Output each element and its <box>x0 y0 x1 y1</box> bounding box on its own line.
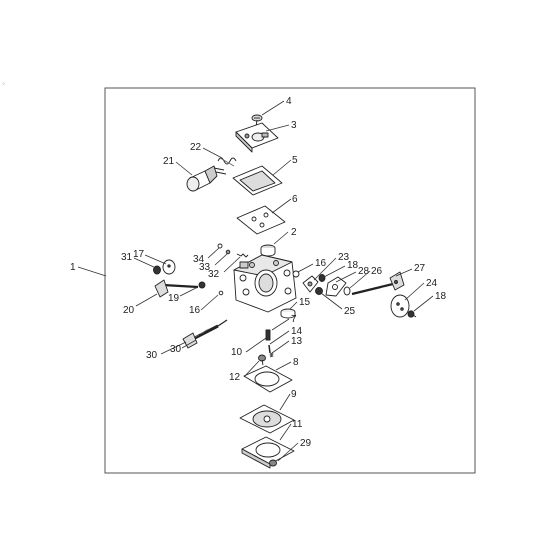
part-28-lever <box>325 276 347 297</box>
part-22-spring <box>217 157 237 167</box>
callout-12: 12 <box>229 372 241 383</box>
callout-25: 25 <box>344 306 356 317</box>
part-24-valve-disc <box>390 294 410 318</box>
part-9-diaphragm <box>239 404 295 434</box>
callout-14: 14 <box>291 326 303 337</box>
part-27-throttle-shaft <box>351 271 405 296</box>
callout-13: 13 <box>291 336 303 347</box>
callout-5: 5 <box>292 155 298 166</box>
part-2-cap <box>260 244 276 257</box>
part-34-ball <box>217 243 223 249</box>
part-13-spring <box>269 352 274 358</box>
callout-29: 29 <box>300 438 312 449</box>
callout-28: 28 <box>358 266 370 277</box>
part-1-carburetor-body <box>233 254 297 313</box>
callout-19: 19 <box>168 293 180 304</box>
callout-10: 10 <box>231 347 243 358</box>
callout-16-left: 16 <box>189 305 201 316</box>
callout-4: 4 <box>286 96 292 107</box>
callout-26: 26 <box>371 266 383 277</box>
diagram-frame <box>104 87 476 474</box>
part-11-cover <box>241 436 295 469</box>
callout-22: 22 <box>190 142 202 153</box>
part-15-plug <box>280 308 296 319</box>
part-25-nut <box>315 287 323 295</box>
part-26-washer <box>343 286 351 296</box>
callout-27: 27 <box>414 263 426 274</box>
callout-6: 6 <box>292 194 298 205</box>
callout-34: 34 <box>193 254 205 265</box>
part-18-screw-mid <box>318 274 326 282</box>
callout-8: 8 <box>293 357 299 368</box>
part-33-pin <box>225 249 231 255</box>
part-21-knob <box>186 165 227 192</box>
part-30-needle <box>182 319 228 349</box>
callout-16-right: 16 <box>315 258 327 269</box>
callout-30-right: 30 <box>170 344 182 355</box>
callout-30-left: 30 <box>146 350 158 361</box>
part-16-washer-right <box>292 270 300 278</box>
part-12-screw <box>258 354 266 366</box>
callout-32: 32 <box>208 269 220 280</box>
part-5-diaphragm <box>232 165 283 196</box>
callout-2: 2 <box>291 227 297 238</box>
callout-1: 1 <box>70 262 76 273</box>
part-6-gasket <box>236 205 286 235</box>
part-20-choke-shaft <box>154 279 199 298</box>
callout-18-mid: 18 <box>347 260 359 271</box>
callout-20: 20 <box>123 305 135 316</box>
part-32-spring <box>236 253 249 258</box>
callout-11: 11 <box>292 419 303 430</box>
part-3-cover <box>235 122 279 153</box>
part-19-spring <box>198 281 206 289</box>
callout-7: 7 <box>291 314 297 325</box>
part-18-screw-right <box>407 310 417 318</box>
callout-23: 23 <box>338 252 350 263</box>
callout-9: 9 <box>291 389 297 400</box>
callout-31: 31 <box>121 252 133 263</box>
callout-15: 15 <box>299 297 311 308</box>
part-8-gasket <box>243 365 293 393</box>
part-16-washer-left <box>218 290 224 296</box>
part-14-needle-valve <box>268 344 271 354</box>
callout-17: 17 <box>133 249 145 260</box>
part-29-screw <box>269 459 277 467</box>
corner-mark: ◦ <box>2 79 5 88</box>
callout-21: 21 <box>163 156 175 167</box>
callout-33: 33 <box>199 262 211 273</box>
callout-3: 3 <box>291 120 297 131</box>
part-17-disc <box>162 259 176 275</box>
callout-18-right: 18 <box>435 291 447 302</box>
callout-24: 24 <box>426 278 438 289</box>
part-7-pin <box>265 329 271 341</box>
